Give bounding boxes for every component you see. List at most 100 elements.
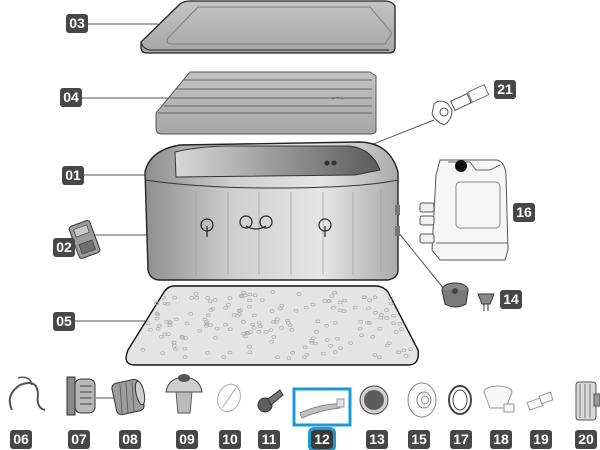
cloth-dot <box>397 322 403 326</box>
cloth-dot <box>162 332 168 337</box>
label-02[interactable]: 02 <box>53 238 75 257</box>
part-09-chemical-floater[interactable] <box>165 374 203 414</box>
cloth-dot <box>352 305 358 310</box>
cloth-dot <box>154 316 160 321</box>
label-20[interactable]: 20 <box>575 430 597 449</box>
cloth-dot <box>158 334 164 339</box>
part-18-drain-connector[interactable] <box>483 385 515 413</box>
cloth-dot <box>373 311 378 315</box>
label-13[interactable]: 13 <box>366 430 388 449</box>
part-10-cap[interactable] <box>214 381 244 415</box>
part-05-ground-cloth[interactable] <box>125 285 419 366</box>
part-17-locking-ring[interactable] <box>448 385 472 415</box>
cloth-dot <box>337 300 343 305</box>
part-15-strainer-connector[interactable] <box>407 382 437 418</box>
cloth-dot <box>259 298 265 302</box>
part-20-connector-nut[interactable] <box>575 381 600 421</box>
part-01-spa-body[interactable] <box>144 141 400 281</box>
label-10[interactable]: 10 <box>219 430 241 449</box>
label-11[interactable]: 11 <box>258 430 280 449</box>
cloth-dot <box>338 346 344 350</box>
cloth-dot <box>164 320 170 324</box>
cloth-dot <box>223 305 229 310</box>
cloth-dot <box>365 306 371 310</box>
label-01[interactable]: 01 <box>62 166 84 185</box>
cloth-dot <box>242 334 248 339</box>
part-14-inflation-valve[interactable] <box>441 282 495 311</box>
part-07-filter-housing[interactable] <box>66 376 96 416</box>
part-21-jet-valve[interactable] <box>431 84 490 126</box>
label-06[interactable]: 06 <box>10 430 32 449</box>
cloth-dot <box>188 312 194 316</box>
cloth-dot <box>183 336 188 340</box>
cloth-dot <box>377 326 383 331</box>
cloth-dot <box>270 290 276 294</box>
cloth-dot <box>213 335 218 340</box>
cloth-dot <box>173 317 179 322</box>
part-04-inflatable-lid[interactable] <box>155 71 377 135</box>
label-04[interactable]: 04 <box>60 88 82 107</box>
part-03-top-cover[interactable] <box>140 0 396 54</box>
label-16[interactable]: 16 <box>513 203 535 222</box>
part-08-filter-cartridge[interactable] <box>111 378 146 416</box>
label-21[interactable]: 21 <box>494 80 516 99</box>
label-14[interactable]: 14 <box>500 290 522 309</box>
cloth-dot <box>231 312 237 317</box>
cloth-dot <box>296 292 302 296</box>
cloth-dot <box>302 345 308 350</box>
cloth-dot <box>309 341 315 345</box>
part-16-pump-unit[interactable] <box>419 159 509 261</box>
cloth-dot <box>247 304 252 309</box>
cloth-dot <box>205 296 211 300</box>
label-08[interactable]: 08 <box>119 430 141 449</box>
label-18[interactable]: 18 <box>490 430 512 449</box>
cloth-dot <box>314 330 319 334</box>
cloth-dot <box>156 323 162 328</box>
cloth-dot <box>290 351 295 355</box>
cloth-dot <box>140 348 146 352</box>
cloth-dot <box>250 322 256 327</box>
cloth-dot <box>241 320 246 324</box>
cloth-dot <box>237 312 243 316</box>
part-06-hose[interactable] <box>8 376 46 411</box>
label-19[interactable]: 19 <box>530 430 552 449</box>
part-19-adapter[interactable] <box>526 391 554 411</box>
cloth-dot <box>388 296 393 300</box>
cloth-dot <box>304 352 310 357</box>
label-17[interactable]: 17 <box>450 430 472 449</box>
selected-part-frame <box>292 387 352 427</box>
cloth-dot <box>370 335 375 339</box>
cloth-dot <box>359 333 364 337</box>
cloth-dot <box>309 339 314 343</box>
label-09[interactable]: 09 <box>176 430 198 449</box>
cloth-dot <box>329 294 335 298</box>
cloth-dot <box>391 313 396 318</box>
cloth-dot <box>362 295 367 299</box>
label-03[interactable]: 03 <box>66 14 88 33</box>
label-07[interactable]: 07 <box>68 430 90 449</box>
part-12-cleaning-brush[interactable] <box>299 398 345 419</box>
cloth-dot <box>160 351 166 355</box>
cloth-dot <box>358 320 363 324</box>
cloth-dot <box>274 317 280 322</box>
cloth-dot <box>252 293 258 297</box>
cloth-dot <box>388 301 394 306</box>
cloth-dot <box>247 292 253 297</box>
label-12-selected[interactable]: 12 <box>308 427 336 450</box>
cloth-dot <box>227 327 233 331</box>
cloth-dot <box>173 347 178 352</box>
cloth-dot <box>271 320 276 324</box>
cloth-dot <box>268 328 274 332</box>
cloth-dot <box>342 298 348 303</box>
cloth-dot <box>256 320 262 325</box>
cloth-dot <box>279 326 284 330</box>
part-13-plug[interactable] <box>359 385 389 415</box>
cloth-dot <box>203 324 209 328</box>
cloth-dot <box>335 336 340 341</box>
part-11-valve-cap[interactable] <box>257 389 284 413</box>
label-15[interactable]: 15 <box>408 430 430 449</box>
cloth-dot <box>275 355 280 359</box>
cloth-dot <box>328 343 333 348</box>
label-05[interactable]: 05 <box>53 312 75 331</box>
